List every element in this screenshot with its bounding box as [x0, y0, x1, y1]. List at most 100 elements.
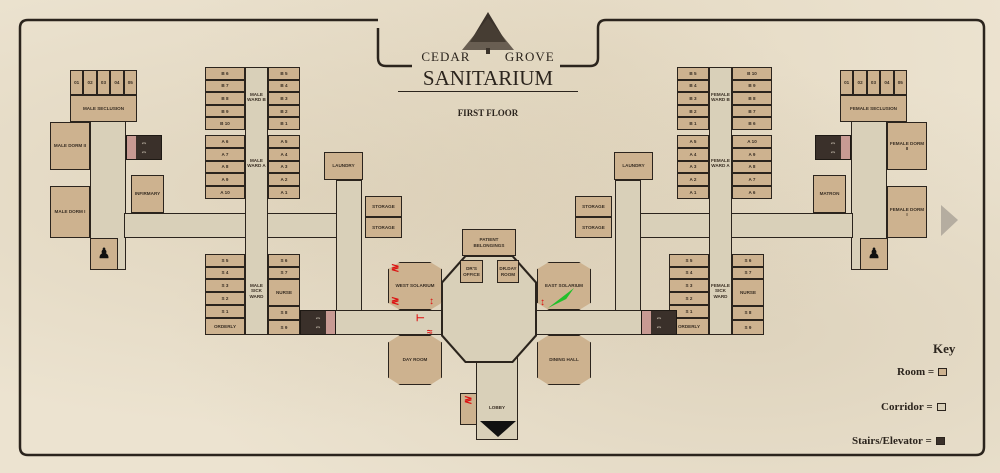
male-ward-a-room: A 9: [205, 173, 245, 187]
female-ward-a-room: A 4: [677, 147, 709, 161]
male-ward-a-room: A 3: [268, 160, 300, 174]
day-room: DAY ROOM: [388, 335, 442, 385]
male-ward-b-room: B 9: [205, 104, 245, 118]
male-seclusion: MALE SECLUSION: [70, 95, 137, 122]
male-ward-b-room: B 5: [268, 67, 300, 80]
corridor: [336, 180, 362, 335]
key-stairs: Stairs/Elevator =: [852, 435, 945, 447]
male-sick-room: S 2: [205, 292, 245, 305]
corridor-label: FEMALE WARD B: [711, 92, 730, 103]
stairs-elevator[interactable]: ⇔⇔: [300, 310, 336, 335]
female-sick-room: S 4: [669, 266, 709, 279]
west-solarium: WEST SOLARIUM: [388, 262, 442, 310]
female-sick-room: NURSE: [732, 279, 764, 306]
stairs-elevator[interactable]: ⇔⇔: [815, 135, 851, 160]
female-ward-a-room: A 1: [677, 186, 709, 199]
corridor-label: MALE WARD A: [247, 158, 266, 169]
door-marker: ↕: [429, 296, 434, 307]
male-ward-b-room: B 7: [205, 79, 245, 93]
female-ward-a-room: A 6: [732, 186, 772, 199]
male-ward-a-room: A 6: [205, 135, 245, 148]
brand-left: CEDAR: [421, 49, 471, 64]
corridor: [639, 213, 853, 238]
stairs-swatch: [935, 437, 945, 446]
stairs-elevator[interactable]: ⇔⇔: [641, 310, 677, 335]
person-icon[interactable]: ♟: [860, 238, 888, 270]
male-storage: STORAGE: [365, 196, 402, 217]
female-ward-b-room: B 1: [677, 117, 709, 130]
key-corridor-label: Corridor: [881, 401, 924, 413]
drs-office: DR'S OFFICE: [460, 260, 483, 283]
door-marker: ≷: [464, 395, 473, 406]
corridor: [615, 180, 641, 335]
female-sick-room: S 9: [732, 320, 764, 335]
female-ward-a-room: A 9: [732, 147, 772, 161]
female-ward-b-room: B 3: [677, 92, 709, 105]
door-marker: ≷: [391, 263, 400, 274]
corridor-label: FEMALE WARD A: [711, 158, 730, 169]
female-sick-room: S 8: [732, 306, 764, 320]
male-sick-room: S 3: [205, 279, 245, 292]
female-sick-room: S 2: [669, 292, 709, 305]
sanitarium-title: SANITARIUM: [398, 67, 578, 92]
door-marker: ⊢: [416, 313, 425, 324]
corridor-label: MALE SICK WARD: [249, 283, 264, 299]
floor-label: FIRST FLOOR: [457, 108, 519, 118]
male-sick-room: S 9: [268, 320, 300, 335]
next-floor-arrow[interactable]: [941, 205, 958, 236]
female-sick-room: S 7: [732, 266, 764, 279]
male-ward-b-room: B 8: [205, 92, 245, 105]
female-ward-b-room: B 9: [732, 79, 772, 93]
male-ward-a-room: A 4: [268, 147, 300, 161]
female-cell: 04: [880, 70, 894, 95]
male-ward-b-room: B 1: [268, 117, 300, 130]
central-hall-floor: [443, 257, 535, 361]
female-ward-b-room: B 6: [732, 117, 772, 130]
east-solarium: EAST SOLARIUM: [537, 262, 591, 310]
stairs-elevator[interactable]: ⇔⇔: [126, 135, 162, 160]
door-marker: ≈: [427, 327, 433, 338]
corridor-swatch: [936, 403, 946, 412]
corridor: [245, 67, 268, 335]
female-ward-b-room: B 4: [677, 79, 709, 93]
cedar-tree-logo: [462, 12, 514, 54]
female-cell: 01: [840, 70, 854, 95]
male-storage: STORAGE: [365, 217, 402, 238]
male-ward-a-room: A 5: [268, 135, 300, 148]
key-room-label: Room: [897, 366, 926, 378]
male-cell: 03: [96, 70, 111, 95]
male-ward-a-room: A 10: [205, 186, 245, 199]
person-icon[interactable]: ♟: [90, 238, 118, 270]
female-storage: STORAGE: [575, 217, 612, 238]
female-cell: 02: [853, 70, 867, 95]
female-seclusion: FEMALE SECLUSION: [840, 95, 907, 122]
female-sick-room: S 5: [669, 254, 709, 267]
female-ward-a-room: A 8: [732, 160, 772, 174]
female-storage: STORAGE: [575, 196, 612, 217]
dr-day-room: DR.DAY ROOM: [497, 260, 519, 283]
male-ward-b-room: B 6: [205, 67, 245, 80]
key-corridor: Corridor =: [881, 401, 946, 413]
male-cell: 01: [70, 70, 84, 95]
brand-right: GROVE: [504, 49, 555, 64]
female-ward-a-room: A 3: [677, 160, 709, 174]
key-title: Key: [933, 341, 956, 356]
male-sick-room: S 4: [205, 266, 245, 279]
female-ward-a-room: A 2: [677, 173, 709, 187]
corridor: [124, 213, 338, 238]
female-ward-b-room: B 10: [732, 67, 772, 80]
male-sick-room: S 7: [268, 266, 300, 279]
female-laundry: LAUNDRY: [614, 152, 653, 180]
female-ward-b-room: B 2: [677, 104, 709, 118]
male-sick-room: S 6: [268, 254, 300, 267]
male-cell: 05: [123, 70, 137, 95]
male-laundry: LAUNDRY: [324, 152, 363, 180]
male-sick-room: ORDERLY: [205, 318, 245, 335]
female-ward-b-room: B 5: [677, 67, 709, 80]
brand-name: CEDAR GROVE: [408, 49, 568, 64]
male-sick-room: S 8: [268, 306, 300, 320]
male-ward-a-room: A 7: [205, 147, 245, 161]
female-ward-b-room: B 7: [732, 104, 772, 118]
male-cell: 02: [83, 70, 97, 95]
